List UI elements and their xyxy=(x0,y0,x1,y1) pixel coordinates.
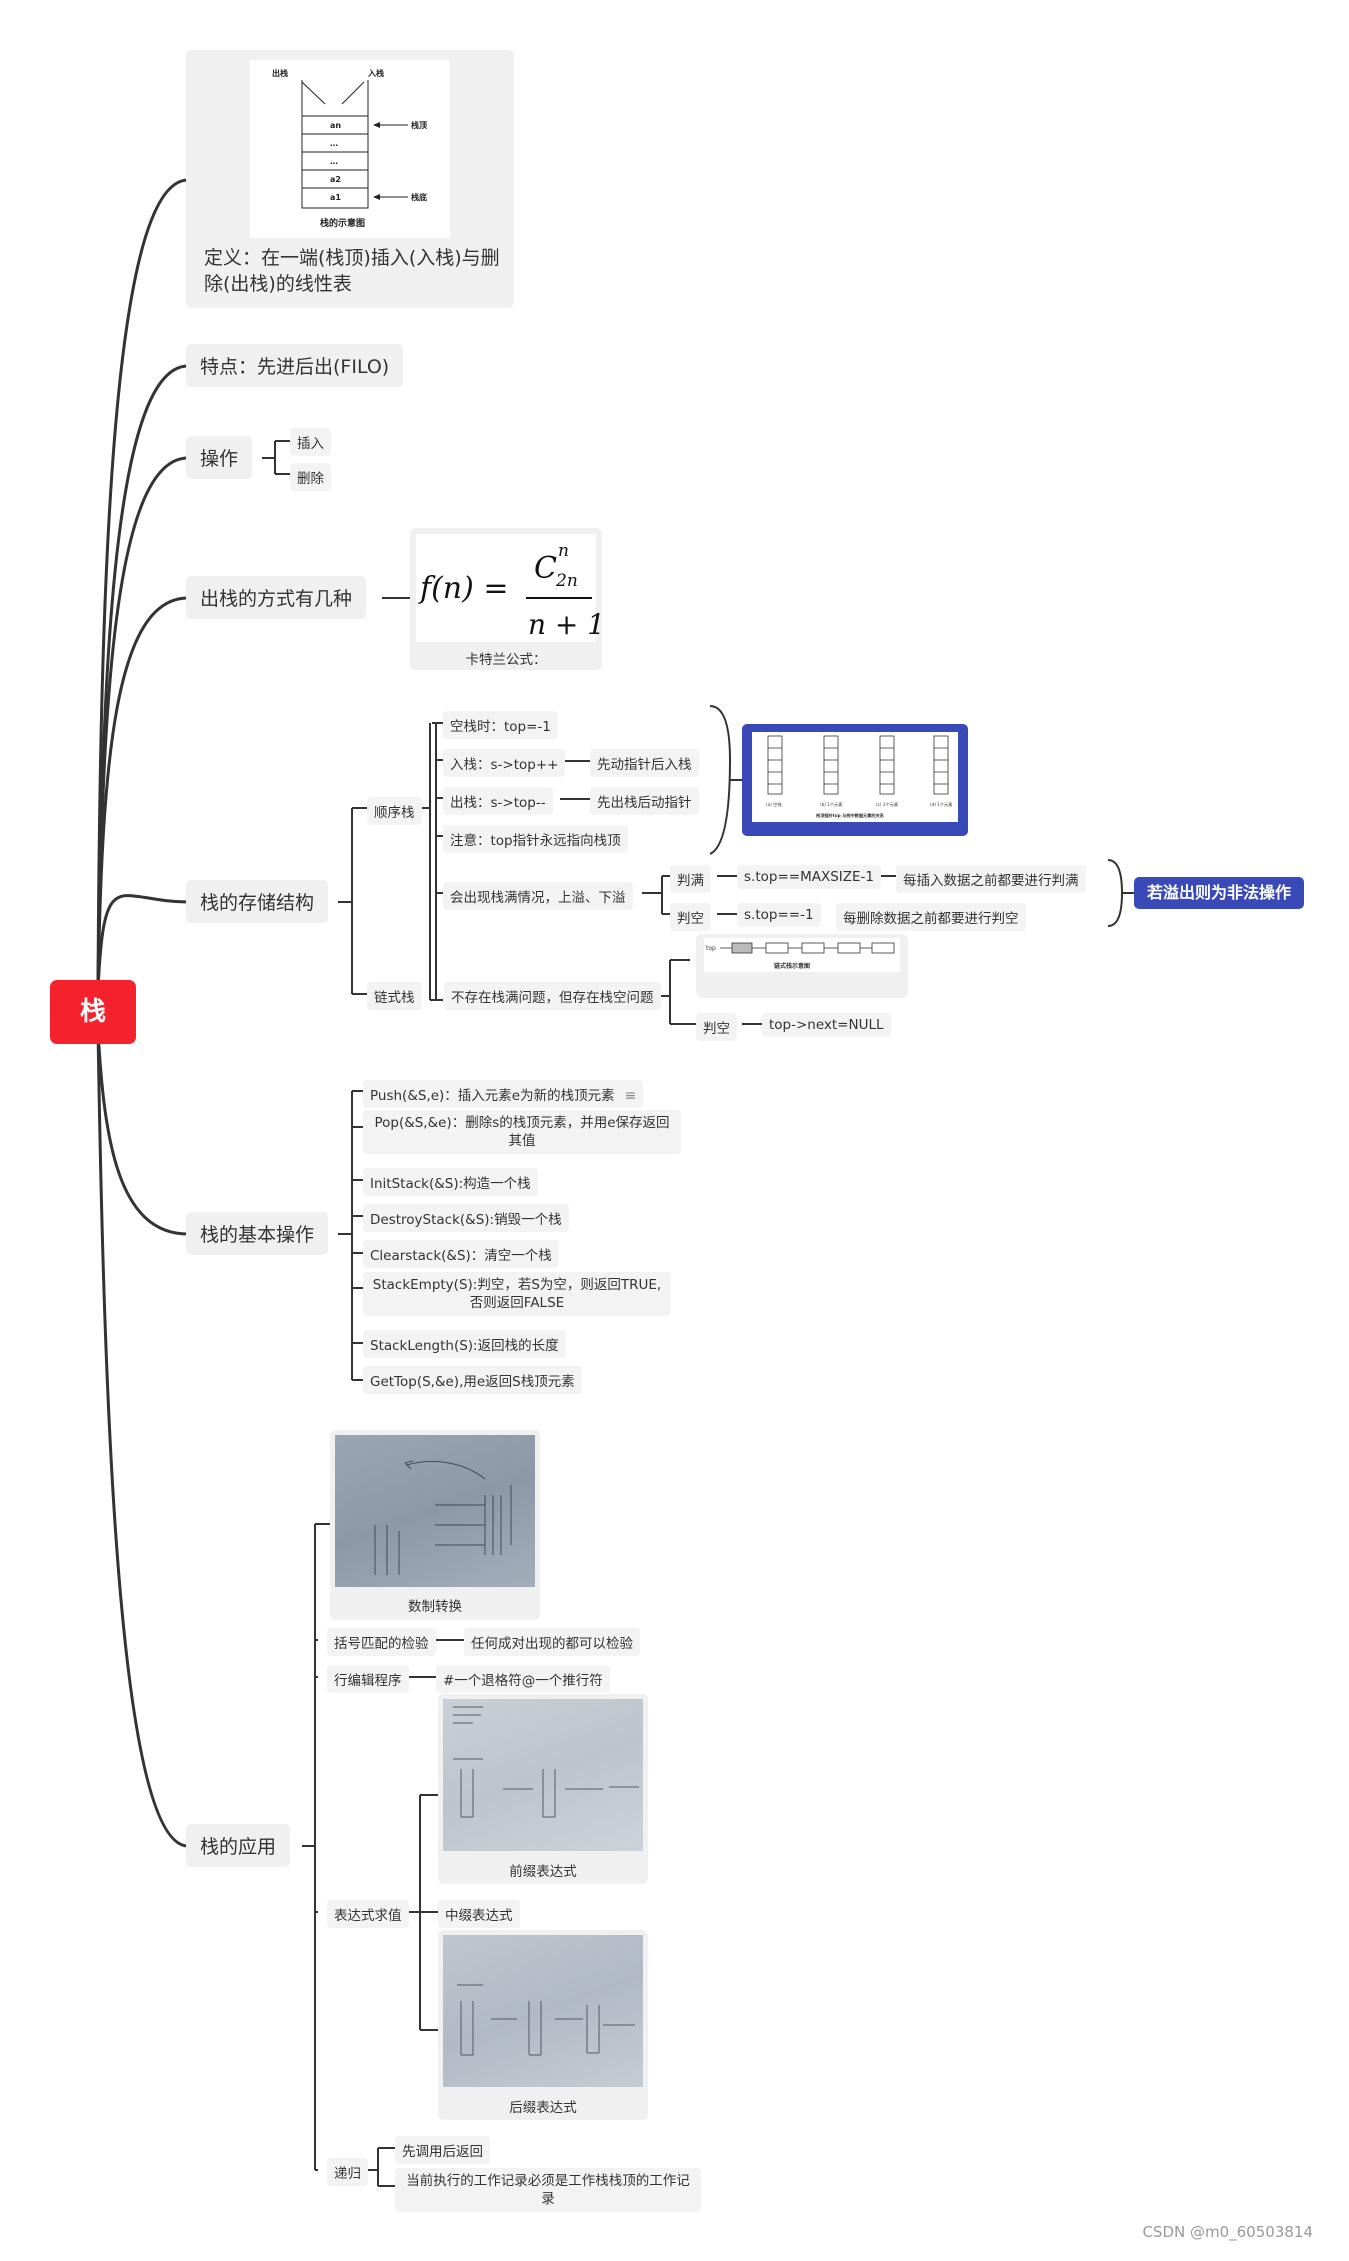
postfix-photo xyxy=(443,1935,643,2087)
op-push-text: Push(&S,e)：插入元素e为新的栈顶元素 xyxy=(370,1088,615,1104)
seq-full-cond[interactable]: s.top==MAXSIZE-1 xyxy=(737,865,881,889)
basic-ops-node[interactable]: 栈的基本操作 xyxy=(186,1212,329,1255)
stack-diagram: 出栈 入栈 栈顶 栈底 an … … a2 a1 栈的示意图 xyxy=(250,60,450,238)
storage-node[interactable]: 栈的存储结构 xyxy=(186,880,329,923)
prefix-caption: 前缀表达式 xyxy=(509,1864,577,1880)
stack-diagram-figure: 出栈 入栈 栈顶 栈底 an … … a2 a1 栈的示意图 xyxy=(272,68,427,229)
seq-empty-label[interactable]: 判空 xyxy=(670,903,711,931)
operation-insert[interactable]: 插入 xyxy=(290,428,331,456)
recursion-item-2[interactable]: 当前执行的工作记录必须是工作栈栈顶的工作记录 xyxy=(395,2168,701,2213)
linked-empty-label[interactable]: 判空 xyxy=(696,1013,737,1041)
linked-figure-node[interactable]: top 链式栈示意图 xyxy=(696,934,908,998)
seq-stack-figure: (a) 空栈 (b) 1个元素 (c) 3个元素 (d) 1个元素 栈顶指针to… xyxy=(752,732,958,822)
postfix-caption: 后缀表达式 xyxy=(509,2100,577,2116)
pop-label: 出栈 xyxy=(272,68,288,78)
feature-node[interactable]: 特点：先进后出(FILO) xyxy=(186,344,404,387)
op-destroy[interactable]: DestroyStack(&S):销毁一个栈 xyxy=(363,1204,569,1232)
seq-fig-label-a: (a) 空栈 xyxy=(766,801,782,807)
bottom-label: 栈底 xyxy=(411,192,427,202)
definition-node[interactable]: 出栈 入栈 栈顶 栈底 an … … a2 a1 栈的示意图 定义：在一端(栈顶… xyxy=(186,50,514,308)
op-push[interactable]: Push(&S,e)：插入元素e为新的栈顶元素 ≡ xyxy=(363,1080,644,1108)
pop-ways-node[interactable]: 出栈的方式有几种 xyxy=(186,576,367,619)
infix-node[interactable]: 中缀表达式 xyxy=(438,1900,520,1928)
overflow-badge[interactable]: 若溢出则为非法操作 xyxy=(1134,877,1304,909)
cell-a1: a1 xyxy=(330,193,341,202)
prefix-photo xyxy=(443,1699,643,1851)
push-label: 入栈 xyxy=(367,68,384,78)
seq-pop[interactable]: 出栈：s->top-- xyxy=(443,787,553,815)
conversion-caption: 数制转换 xyxy=(408,1599,462,1615)
catalan-formula: f(n) = C n 2n n + 1 xyxy=(416,534,605,642)
watermark: CSDN @m0_60503814 xyxy=(1142,2223,1313,2241)
seq-fig-label-d: (d) 1个元素 xyxy=(930,801,952,808)
seq-stack-svg: (a) 空栈 (b) 1个元素 (c) 3个元素 (d) 1个元素 栈顶指针to… xyxy=(766,735,952,819)
seq-push[interactable]: 入栈：s->top++ xyxy=(443,749,566,777)
root-node[interactable]: 栈 xyxy=(50,980,136,1044)
seq-full-label[interactable]: 判满 xyxy=(670,865,711,893)
sequential-stack-node[interactable]: 顺序栈 xyxy=(367,797,422,825)
line-edit-note[interactable]: #一个退格符@一个推行符 xyxy=(436,1665,610,1693)
prefix-node[interactable]: 前缀表达式 xyxy=(438,1694,648,1884)
bracket-node[interactable]: 括号匹配的检验 xyxy=(327,1628,436,1656)
definition-text: 定义：在一端(栈顶)插入(入栈)与删除(出栈)的线性表 xyxy=(204,247,500,295)
formula-c: C xyxy=(534,551,557,586)
seq-empty-cond[interactable]: s.top==-1 xyxy=(737,903,821,927)
seq-push-note[interactable]: 先动指针后入栈 xyxy=(590,749,699,777)
recursion-item-1[interactable]: 先调用后返回 xyxy=(395,2136,490,2164)
linked-svg: top 链式栈示意图 xyxy=(706,942,895,970)
seq-empty[interactable]: 空栈时：top=-1 xyxy=(443,711,558,739)
formula-denominator: n + 1 xyxy=(528,608,605,641)
seq-stack-figure-frame[interactable]: (a) 空栈 (b) 1个元素 (c) 3个元素 (d) 1个元素 栈顶指针to… xyxy=(742,724,968,836)
line-edit-node[interactable]: 行编辑程序 xyxy=(327,1665,409,1693)
op-gettop[interactable]: GetTop(S,&e),用e返回S栈顶元素 xyxy=(363,1366,582,1394)
cell-a2: a2 xyxy=(330,175,341,184)
seq-empty-note[interactable]: 每删除数据之前都要进行判空 xyxy=(836,903,1026,931)
notes-icon[interactable]: ≡ xyxy=(624,1088,637,1104)
recursion-node[interactable]: 递归 xyxy=(327,2158,368,2186)
conversion-handwriting xyxy=(374,1460,512,1575)
expression-node[interactable]: 表达式求值 xyxy=(327,1900,409,1928)
formula-figure: f(n) = C n 2n n + 1 xyxy=(418,541,605,641)
seq-overflow[interactable]: 会出现栈满情况，上溢、下溢 xyxy=(443,882,633,910)
formula-sup: n xyxy=(558,541,569,561)
linked-figure: top 链式栈示意图 xyxy=(704,938,900,972)
op-init[interactable]: InitStack(&S):构造一个栈 xyxy=(363,1168,538,1196)
seq-pop-note[interactable]: 先出栈后动指针 xyxy=(590,787,699,815)
linked-stack-node[interactable]: 链式栈 xyxy=(367,982,422,1010)
formula-lhs: f(n) = xyxy=(418,571,509,606)
postfix-handwriting xyxy=(457,1984,635,2056)
op-pop[interactable]: Pop(&S,&e)：删除s的栈顶元素，并用e保存返回其值 xyxy=(363,1110,681,1155)
op-empty[interactable]: StackEmpty(S):判空，若S为空，则返回TRUE,否则返回FALSE xyxy=(363,1272,671,1317)
op-length[interactable]: StackLength(S):返回栈的长度 xyxy=(363,1330,566,1358)
conversion-node[interactable]: 数制转换 xyxy=(330,1430,540,1620)
catalan-node[interactable]: f(n) = C n 2n n + 1 卡特兰公式： xyxy=(410,528,605,670)
operation-delete[interactable]: 删除 xyxy=(290,463,331,491)
conversion-photo xyxy=(335,1435,535,1587)
seq-full-note[interactable]: 每插入数据之前都要进行判满 xyxy=(896,865,1086,893)
cell-dots-1: … xyxy=(330,139,338,148)
operations-node[interactable]: 操作 xyxy=(186,436,253,479)
seq-fig-label-b: (b) 1个元素 xyxy=(820,801,842,808)
seq-note[interactable]: 注意：top指针永远指向栈顶 xyxy=(443,825,628,853)
bracket-note[interactable]: 任何成对出现的都可以检验 xyxy=(464,1628,640,1656)
linked-fig-top: top xyxy=(706,945,716,952)
linked-note[interactable]: 不存在栈满问题，但存在栈空问题 xyxy=(444,982,661,1010)
top-label: 栈顶 xyxy=(411,120,427,130)
op-clear[interactable]: Clearstack(&S)：清空一个栈 xyxy=(363,1240,559,1268)
seq-fig-caption: 栈顶指针top 与栈中数据元素的关系 xyxy=(816,812,885,819)
formula-sub: 2n xyxy=(555,571,578,591)
diagram-caption: 栈的示意图 xyxy=(320,217,365,229)
applications-node[interactable]: 栈的应用 xyxy=(186,1824,291,1867)
prefix-handwriting xyxy=(453,1706,639,1818)
linked-fig-caption: 链式栈示意图 xyxy=(774,962,810,970)
catalan-caption: 卡特兰公式： xyxy=(465,652,547,668)
linked-empty-cond[interactable]: top->next=NULL xyxy=(762,1013,891,1037)
cell-an: an xyxy=(330,121,341,130)
seq-fig-label-c: (c) 3个元素 xyxy=(876,801,898,808)
postfix-node[interactable]: 后缀表达式 xyxy=(438,1930,648,2120)
cell-dots-2: … xyxy=(330,157,338,166)
